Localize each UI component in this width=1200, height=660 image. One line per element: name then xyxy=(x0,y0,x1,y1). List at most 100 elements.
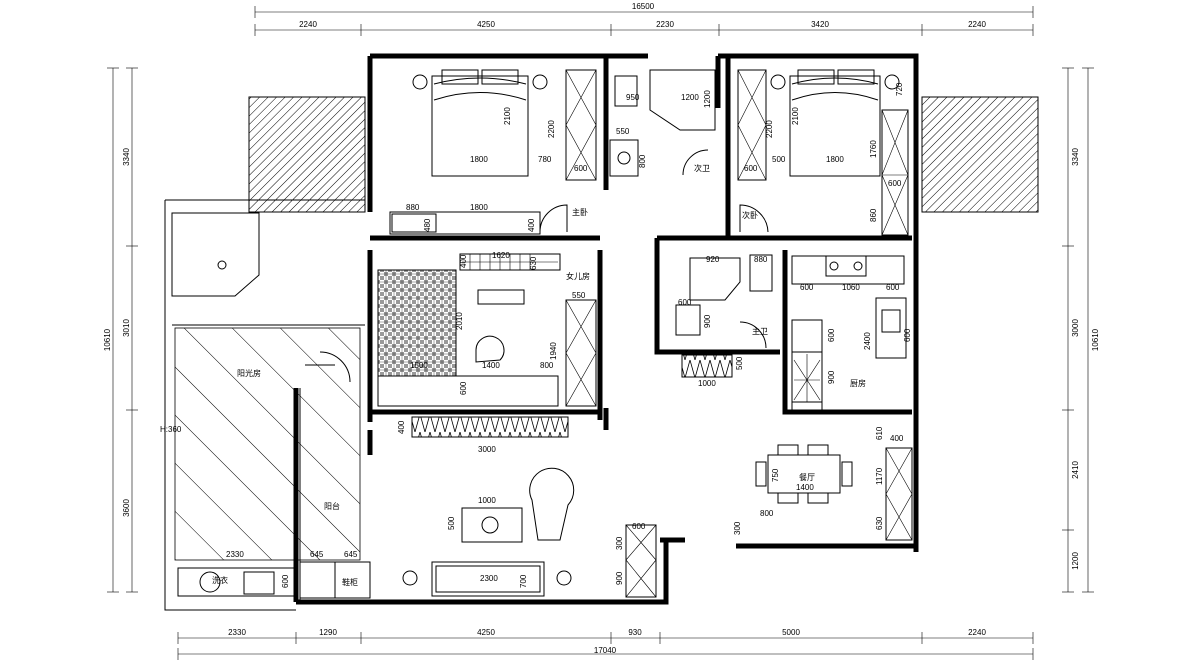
dim-bottom-5: 5000 xyxy=(782,628,800,637)
m-780: 780 xyxy=(538,155,552,164)
m-750: 750 xyxy=(771,468,780,482)
m-800b: 800 xyxy=(540,361,554,370)
m-950: 950 xyxy=(626,93,640,102)
m-1400b: 1400 xyxy=(796,483,814,492)
m-900c: 900 xyxy=(615,571,624,585)
m-1200a: 1200 xyxy=(681,93,699,102)
dim-bottom-6: 2240 xyxy=(968,628,986,637)
m-600e: 600 xyxy=(678,298,692,307)
m-1800a: 1800 xyxy=(470,155,488,164)
label-balcony: 阳台 xyxy=(324,501,340,511)
dim-left-3: 3600 xyxy=(122,499,131,517)
m-1760: 1760 xyxy=(869,140,878,158)
m-500c: 500 xyxy=(447,516,456,530)
m-1060: 1060 xyxy=(842,283,860,292)
m-1940: 1940 xyxy=(549,342,558,360)
dim-left-1: 3340 xyxy=(122,148,131,166)
m-1800c: 1800 xyxy=(826,155,844,164)
m-880: 880 xyxy=(406,203,420,212)
dim-bottom-3: 4250 xyxy=(477,628,495,637)
label-closet: 鞋柜 xyxy=(342,577,358,587)
m-550a: 550 xyxy=(616,127,630,136)
dim-top-4: 3420 xyxy=(811,20,829,29)
label-kitchen: 厨房 xyxy=(850,378,866,388)
m-600j: 600 xyxy=(632,522,646,531)
dimension-lines xyxy=(107,6,1094,660)
m-1500: 1500 xyxy=(410,361,428,370)
label-dining: 餐厅 xyxy=(799,473,815,482)
m-1400a: 1400 xyxy=(482,361,500,370)
m-600c: 600 xyxy=(888,179,902,188)
m-645a: 645 xyxy=(310,550,324,559)
dim-left-total: 10610 xyxy=(103,328,112,351)
m-720: 720 xyxy=(895,82,904,96)
m-2100b: 2100 xyxy=(791,107,800,125)
m-2100a: 2100 xyxy=(503,107,512,125)
dim-right-2: 3000 xyxy=(1071,319,1080,337)
dim-top-total: 16500 xyxy=(632,2,655,11)
m-2010: 2010 xyxy=(455,312,464,330)
m-1000b: 1000 xyxy=(478,496,496,505)
m-630: 630 xyxy=(529,256,538,270)
dim-left-h: H:360 xyxy=(160,425,182,434)
m-600b: 600 xyxy=(744,164,758,173)
m-900a: 900 xyxy=(703,314,712,328)
label-master-bath: 主卫 xyxy=(752,326,768,336)
m-550b: 550 xyxy=(572,291,586,300)
m-300a: 300 xyxy=(733,521,742,535)
dim-bottom-2: 1290 xyxy=(319,628,337,637)
dim-bottom-total: 17040 xyxy=(594,646,617,655)
m-610: 610 xyxy=(875,426,884,440)
dim-top-2: 4250 xyxy=(477,20,495,29)
m-645b: 645 xyxy=(344,550,358,559)
m-800c: 800 xyxy=(760,509,774,518)
m-500a: 500 xyxy=(772,155,786,164)
m-3000: 3000 xyxy=(478,445,496,454)
m-800a: 800 xyxy=(638,154,647,168)
m-630b: 630 xyxy=(875,516,884,530)
m-600f: 600 xyxy=(800,283,814,292)
furniture xyxy=(177,69,913,602)
m-500b: 500 xyxy=(735,356,744,370)
m-1000a: 1000 xyxy=(698,379,716,388)
m-600i: 600 xyxy=(903,328,912,342)
m-400a: 400 xyxy=(527,218,536,232)
m-2330: 2330 xyxy=(226,550,244,559)
label-sunroom: 阳光房 xyxy=(237,368,261,378)
dim-right-1: 3340 xyxy=(1071,148,1080,166)
m-600k: 600 xyxy=(281,574,290,588)
dim-right-4: 1200 xyxy=(1071,552,1080,570)
dim-left-2: 3010 xyxy=(122,319,131,337)
m-2300: 2300 xyxy=(480,574,498,583)
m-880b: 880 xyxy=(754,255,768,264)
label-second-bedroom: 次卧 xyxy=(742,210,758,220)
dim-top-1: 2240 xyxy=(299,20,317,29)
m-400b: 400 xyxy=(459,254,468,268)
m-600g: 600 xyxy=(886,283,900,292)
m-2200a: 2200 xyxy=(547,120,556,138)
m-860: 860 xyxy=(869,208,878,222)
dim-right-total: 10610 xyxy=(1091,328,1100,351)
m-600h: 600 xyxy=(827,328,836,342)
label-master-bedroom: 主卧 xyxy=(572,207,588,217)
m-480: 480 xyxy=(423,218,432,232)
m-2200b: 2200 xyxy=(765,120,774,138)
m-1800b: 1800 xyxy=(470,203,488,212)
m-300b: 300 xyxy=(615,536,624,550)
m-700: 700 xyxy=(519,574,528,588)
m-1620: 1620 xyxy=(492,251,510,260)
m-920: 920 xyxy=(706,255,720,264)
m-400c: 400 xyxy=(397,420,406,434)
label-daughter-room: 女儿房 xyxy=(566,271,590,281)
m-400d: 400 xyxy=(890,434,904,443)
m-1170: 1170 xyxy=(875,467,884,485)
dim-right-3: 2410 xyxy=(1071,461,1080,479)
label-washer: 洗衣 xyxy=(212,575,228,585)
m-600d: 600 xyxy=(459,381,468,395)
m-600a: 600 xyxy=(574,164,588,173)
m-2400: 2400 xyxy=(863,332,872,350)
interior-measurements: 2100 2200 1800 780 600 880 1800 480 400 … xyxy=(226,82,912,588)
dim-top-5: 2240 xyxy=(968,20,986,29)
m-900b: 900 xyxy=(827,370,836,384)
